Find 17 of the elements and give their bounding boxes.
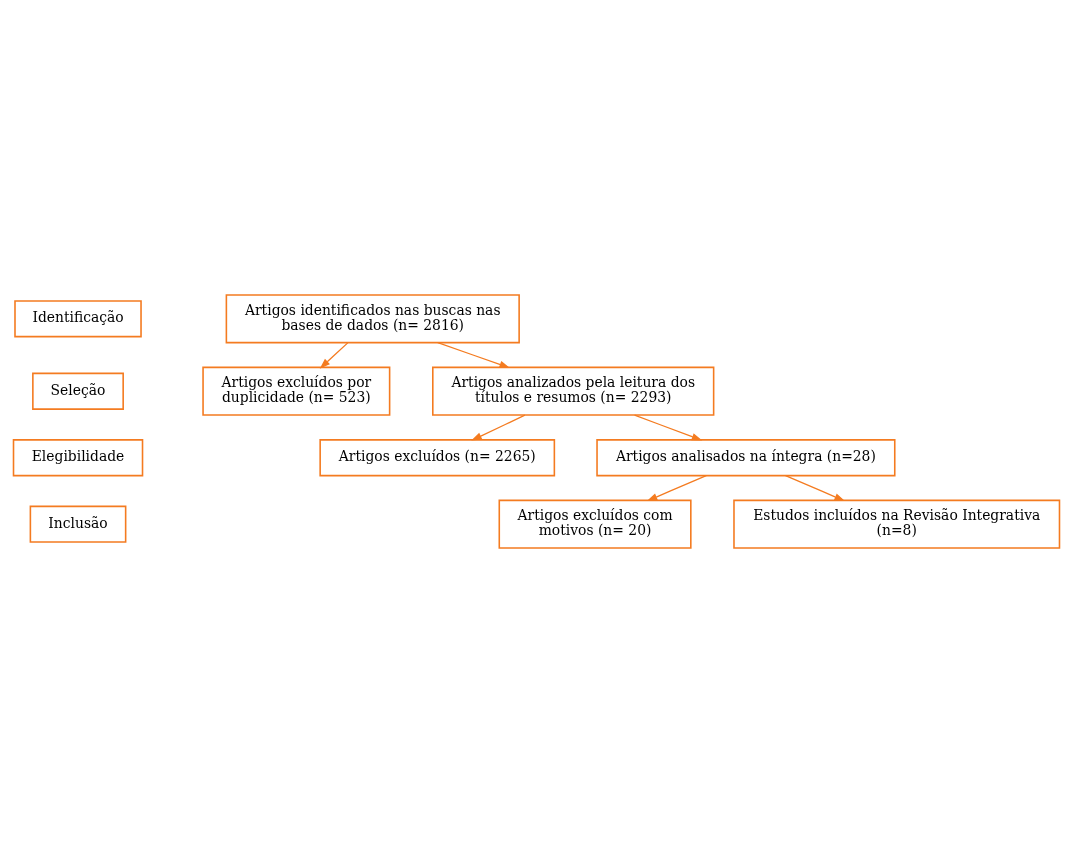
node-box: Estudos incluídos na Revisão Integrativa (n=8) — [733, 499, 1061, 549]
node-box: Artigos analizados pela leitura dos títulos e resumos (n= 2293) — [432, 366, 715, 416]
arrow — [633, 414, 703, 440]
arrow — [784, 474, 845, 501]
node-box: Identificação — [14, 299, 142, 337]
node-box: Artigos excluídos (n= 2265) — [319, 438, 556, 476]
arrow — [471, 414, 526, 441]
node-box: Inclusão — [29, 505, 127, 543]
arrow — [319, 341, 349, 369]
node-box: Seleção — [32, 372, 124, 410]
node-box: Artigos excluídos por duplicidade (n= 523) — [202, 366, 391, 416]
node-box: Elegibilidade — [12, 438, 144, 476]
node-box: Artigos excluídos com motivos (n= 20) — [498, 499, 692, 549]
arrow — [437, 341, 510, 368]
node-box: Artigos identificados nas buscas nas bases de dados (n= 2816) — [225, 293, 520, 343]
node-box: Artigos analisados na íntegra (n=28) — [596, 438, 896, 476]
arrow — [646, 474, 707, 501]
